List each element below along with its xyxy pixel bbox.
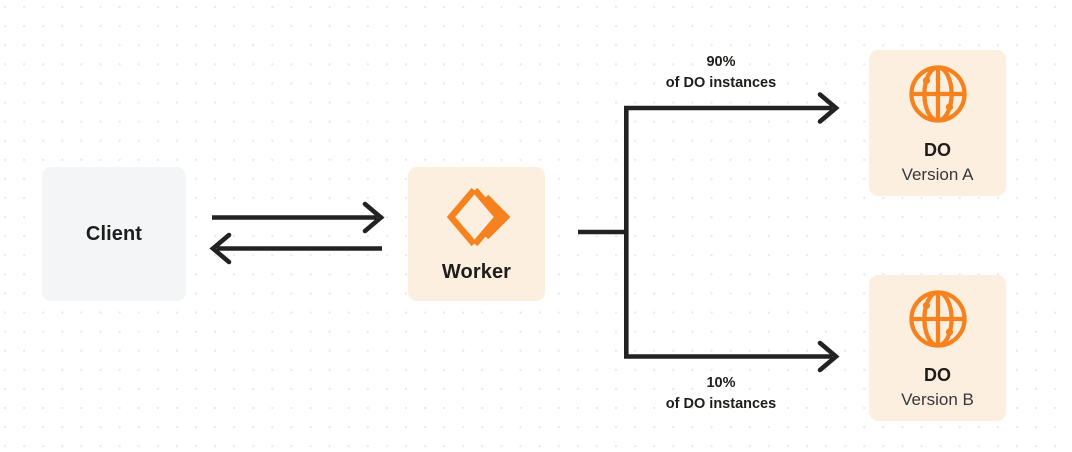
node-do-a-label: DO [924, 140, 951, 160]
node-do-version-b[interactable]: DO Version B [869, 275, 1006, 421]
node-client[interactable]: Client [42, 167, 186, 301]
edge-label-90-percent: 90% of DO instances [627, 52, 815, 93]
edge-label-10-percent-value: 10% [706, 375, 736, 391]
arrow-worker-to-do-b [624, 340, 840, 373]
edge-label-10-percent-caption: of DO instances [665, 395, 777, 412]
edge-label-90-percent-value: 90% [706, 54, 736, 70]
globe-icon [908, 290, 967, 348]
arrow-worker-to-do-a [624, 92, 840, 124]
connector-worker-split [578, 106, 629, 358]
arrow-client-to-worker [212, 201, 385, 234]
edge-label-10-percent: 10% of DO instances [627, 373, 815, 414]
node-worker-label: Worker [441, 261, 512, 283]
node-do-b-version: Version B [901, 390, 974, 409]
node-do-version-a[interactable]: DO Version A [869, 50, 1006, 196]
edge-label-90-percent-caption: of DO instances [665, 74, 777, 91]
cloudflare-workers-icon [446, 187, 510, 247]
node-do-a-version: Version A [901, 165, 974, 184]
node-client-label: Client [85, 223, 143, 245]
node-worker[interactable]: Worker [408, 167, 545, 301]
globe-icon [908, 65, 967, 123]
node-do-b-label: DO [924, 365, 951, 385]
arrow-worker-to-client [209, 232, 382, 265]
